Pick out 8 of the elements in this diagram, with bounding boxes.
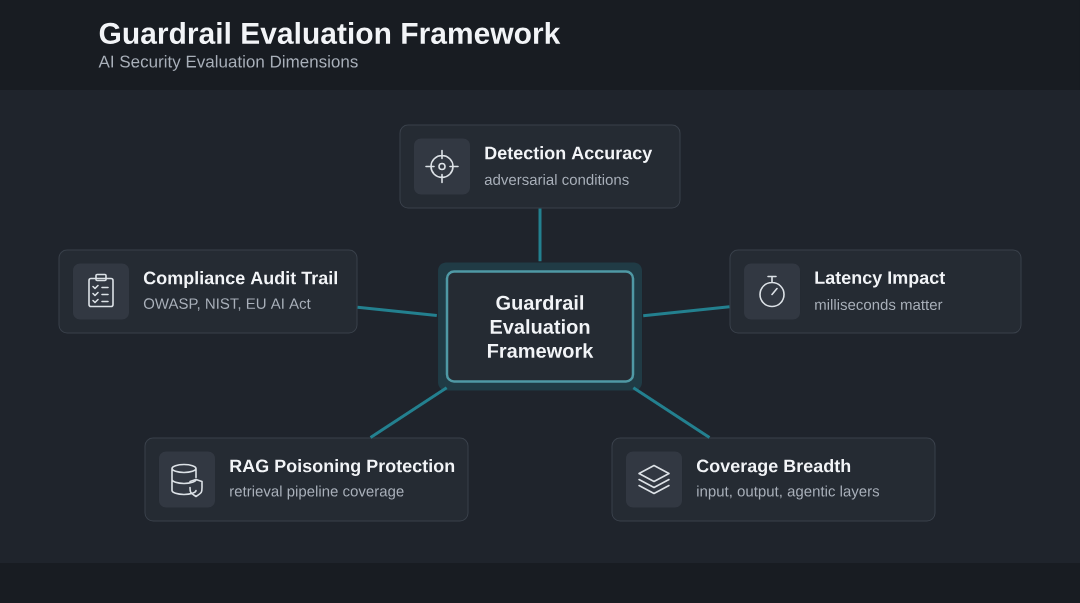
connector-line — [632, 386, 711, 439]
connector-line — [538, 208, 542, 262]
connector-line — [643, 305, 730, 318]
connector-line — [357, 305, 437, 318]
title: Guardrail Evaluation Framework — [99, 22, 561, 44]
hub-box: Guardrail Evaluation Framework — [438, 262, 642, 391]
connector-line — [369, 386, 448, 439]
subtitle: AI Security Evaluation Dimensions — [98, 55, 358, 71]
